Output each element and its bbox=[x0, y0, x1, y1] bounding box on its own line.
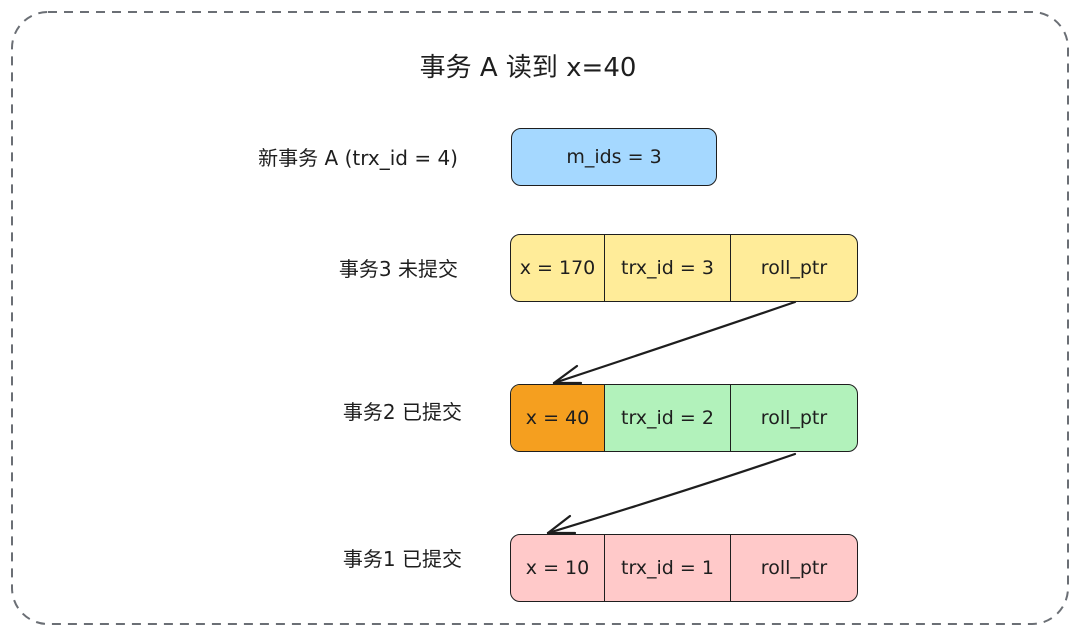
read-view-box: m_ids = 3 bbox=[511, 128, 717, 186]
trx-id-cell: trx_id = 3 bbox=[604, 235, 730, 301]
trx-id-cell: trx_id = 2 bbox=[604, 385, 730, 451]
x-value-cell: x = 10 bbox=[525, 557, 590, 579]
roll-ptr-cell: roll_ptr bbox=[730, 235, 857, 301]
trx-id-cell: trx_id = 1 bbox=[604, 535, 730, 601]
version-label-txn3: 事务3 未提交 bbox=[338, 257, 458, 281]
m-ids-value: m_ids = 3 bbox=[566, 146, 662, 168]
roll-ptr-arrow-3-to-2 bbox=[552, 300, 797, 385]
diagram-title: 事务 A 读到 x=40 bbox=[419, 53, 637, 83]
roll-ptr-cell: roll_ptr bbox=[730, 385, 857, 451]
roll-ptr-arrow-2-to-1 bbox=[546, 452, 797, 535]
new-txn-label: 新事务 A (trx_id = 4) bbox=[258, 146, 458, 170]
roll-ptr-cell: roll_ptr bbox=[730, 535, 857, 601]
x-value-cell: x = 170 bbox=[519, 257, 596, 279]
version-label-txn1: 事务1 已提交 bbox=[342, 547, 462, 571]
version-record-txn3: x = 170 trx_id = 3 roll_ptr bbox=[510, 234, 858, 302]
x-value-cell-visible: x = 40 bbox=[511, 385, 604, 451]
version-record-txn2: x = 40 trx_id = 2 roll_ptr bbox=[510, 384, 858, 452]
version-label-txn2: 事务2 已提交 bbox=[342, 400, 462, 424]
version-record-txn1: x = 10 trx_id = 1 roll_ptr bbox=[510, 534, 858, 602]
